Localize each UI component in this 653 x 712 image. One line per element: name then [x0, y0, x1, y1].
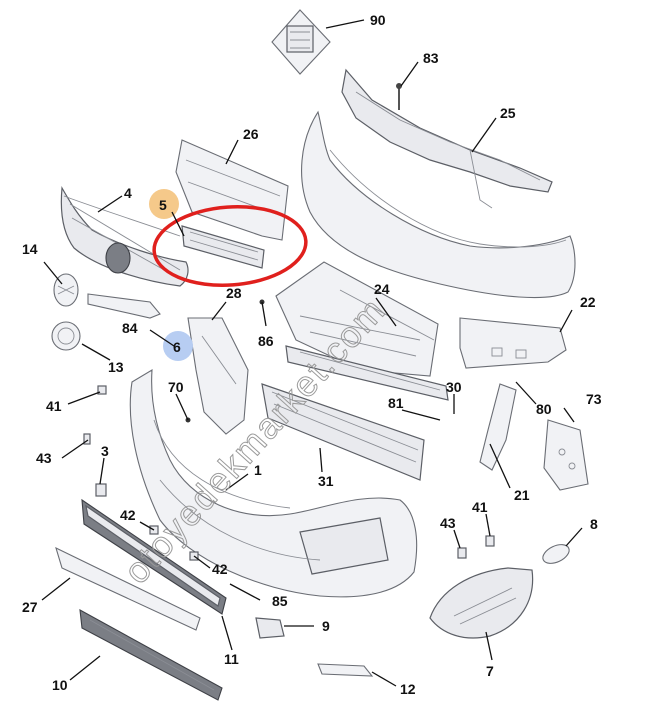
callout-4: 4 — [124, 185, 132, 201]
callouts: 90 83 25 26 4 5 14 28 24 22 84 6 86 13 7… — [22, 12, 602, 697]
part-31-reinforcement — [261, 383, 425, 481]
callout-70: 70 — [168, 379, 184, 395]
leader-lines — [41, 19, 583, 687]
callout-24: 24 — [374, 281, 390, 297]
callout-80: 80 — [536, 401, 552, 417]
part-9-plug — [255, 617, 285, 639]
part-side-duct — [187, 317, 249, 435]
callout-6: 6 — [173, 339, 181, 355]
part-30-absorber — [285, 345, 449, 401]
part-24-deflector — [275, 261, 439, 377]
highlight-circle — [152, 204, 308, 288]
part-10-insert — [79, 609, 223, 701]
callout-90: 90 — [370, 12, 386, 28]
callout-42b: 42 — [212, 561, 228, 577]
callout-10: 10 — [52, 677, 68, 693]
part-8-cap — [542, 544, 570, 564]
part-26-upper-panel — [175, 139, 289, 241]
callout-43: 43 — [36, 450, 52, 466]
callout-84: 84 — [122, 320, 138, 336]
callout-11: 11 — [224, 651, 239, 667]
part-3-clip — [95, 483, 107, 497]
badge-5 — [149, 189, 179, 219]
part-73-cover — [543, 419, 589, 491]
callout-14: 14 — [22, 241, 38, 257]
part-27-lower-trim — [55, 546, 201, 631]
badge-6 — [163, 331, 193, 361]
callout-9: 9 — [322, 618, 330, 634]
part-1-bumper-cover — [129, 368, 418, 598]
part-21-bracket — [479, 383, 517, 471]
callout-31: 31 — [318, 473, 334, 489]
part-90-kit-box — [271, 9, 331, 75]
part-12-strip — [317, 663, 374, 677]
bumper-upper-shell — [301, 110, 576, 299]
callout-8: 8 — [590, 516, 598, 532]
callout-27: 27 — [22, 599, 38, 615]
callout-26: 26 — [243, 126, 259, 142]
callout-7: 7 — [486, 663, 494, 679]
callout-41b: 41 — [472, 499, 488, 515]
part-7-fog-bezel — [429, 567, 534, 639]
callout-1: 1 — [254, 462, 262, 478]
callout-83: 83 — [423, 50, 439, 66]
callout-22: 22 — [580, 294, 596, 310]
callout-42: 42 — [120, 507, 136, 523]
callout-3: 3 — [101, 443, 109, 459]
callout-85: 85 — [272, 593, 288, 609]
part-83-clip — [396, 83, 402, 110]
callout-28: 28 — [226, 285, 242, 301]
callout-21: 21 — [514, 487, 530, 503]
callout-12: 12 — [400, 681, 416, 697]
callout-43b: 43 — [440, 515, 456, 531]
callout-5: 5 — [159, 197, 167, 213]
callout-73: 73 — [586, 391, 602, 407]
part-13-badge — [51, 321, 81, 351]
part-25-upper-crossmember — [341, 68, 553, 209]
callout-81: 81 — [388, 395, 404, 411]
callout-86: 86 — [258, 333, 274, 349]
part-28-trim — [87, 293, 161, 319]
part-5-grille-insert — [181, 225, 265, 269]
callout-13: 13 — [108, 359, 124, 375]
callout-30: 30 — [446, 379, 462, 395]
part-11-lower-grille — [81, 498, 227, 615]
part-22-side-bracket — [459, 317, 567, 369]
callout-41: 41 — [46, 398, 62, 414]
callout-25: 25 — [500, 105, 516, 121]
